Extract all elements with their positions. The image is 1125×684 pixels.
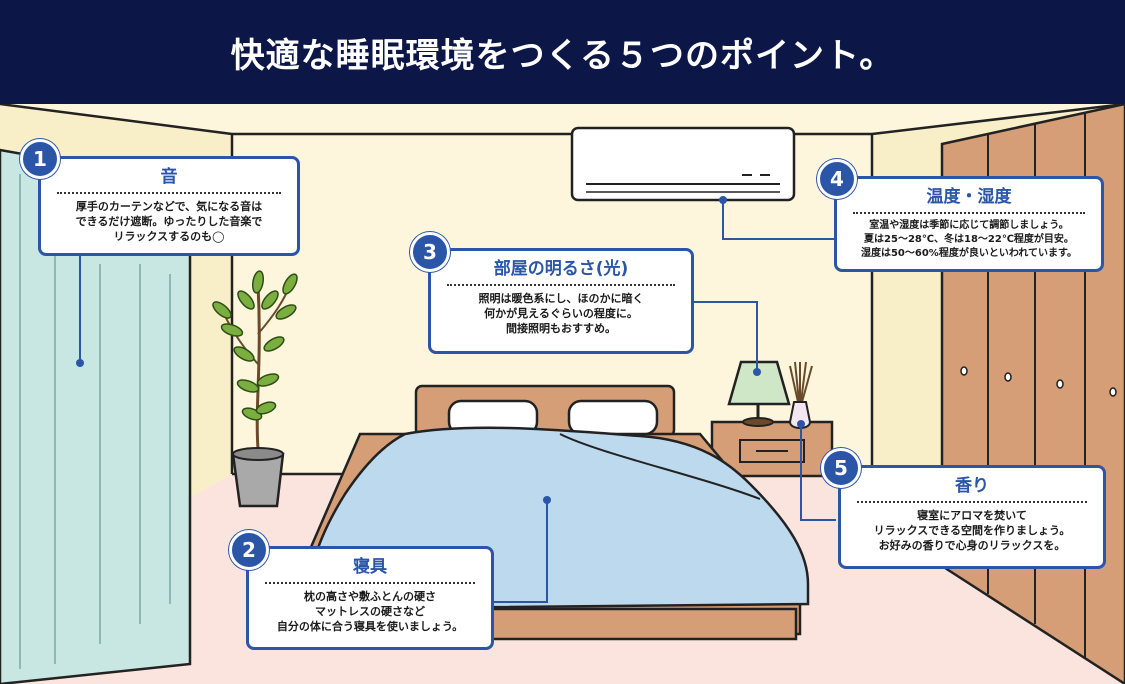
callout-body: 寝室にアロマを焚いて リラックスできる空間を作りましょう。 お好みの香りで心身の… xyxy=(873,509,1071,552)
callout-light: 部屋の明るさ(光) 照明は暖色系にし、ほのかに暗く 何かが見えるぐらいの程度に。… xyxy=(428,248,694,354)
badge-3: 3 xyxy=(410,232,450,272)
callout-temperature-humidity: 温度・湿度 室温や湿度は季節に応じて調節しましょう。 夏は25～28℃、冬は18… xyxy=(834,176,1104,272)
connector-3 xyxy=(693,301,758,369)
callout-title: 部屋の明るさ(光) xyxy=(447,259,675,286)
callout-title: 音 xyxy=(57,167,281,194)
callout-bedding: 寝具 枕の高さや敷ふとんの硬さ マットレスの硬さなど 自分の体に合う寝具を使いま… xyxy=(246,546,494,650)
badge-1: 1 xyxy=(20,139,60,179)
callout-body: 室温や湿度は季節に応じて調節しましょう。 夏は25～28℃、冬は18～22℃程度… xyxy=(860,220,1078,259)
lamp xyxy=(727,360,791,427)
header-banner: 快適な睡眠環境をつくる５つのポイント。 xyxy=(0,0,1125,104)
callout-scent: 香り 寝室にアロマを焚いて リラックスできる空間を作りましょう。 お好みの香りで… xyxy=(838,465,1106,569)
callout-body: 枕の高さや敷ふとんの硬さ マットレスの硬さなど 自分の体に合う寝具を使いましょう… xyxy=(276,590,464,633)
badge-2: 2 xyxy=(229,530,269,570)
air-conditioner xyxy=(570,126,796,202)
page-title: 快適な睡眠環境をつくる５つのポイント。 xyxy=(230,35,895,76)
badge-4: 4 xyxy=(817,159,857,199)
connector-lines xyxy=(76,196,836,603)
callout-sound: 音 厚手のカーテンなどで、気になる音は できるだけ遮断。ゆったりした音楽で リラ… xyxy=(38,156,300,256)
callout-title: 寝具 xyxy=(265,557,475,584)
badge-5: 5 xyxy=(821,448,861,488)
connector-4 xyxy=(722,200,836,240)
pillow-right xyxy=(567,399,659,436)
connector-5 xyxy=(800,426,836,521)
callout-body: 厚手のカーテンなどで、気になる音は できるだけ遮断。ゆったりした音楽で リラック… xyxy=(75,200,263,243)
callout-title: 温度・湿度 xyxy=(853,187,1085,214)
callout-title: 香り xyxy=(857,476,1087,503)
potted-plant xyxy=(212,270,298,508)
connector-2 xyxy=(493,500,548,603)
callout-body: 照明は暖色系にし、ほのかに暗く 何かが見えるぐらいの程度に。 間接照明もおすすめ… xyxy=(478,292,644,335)
